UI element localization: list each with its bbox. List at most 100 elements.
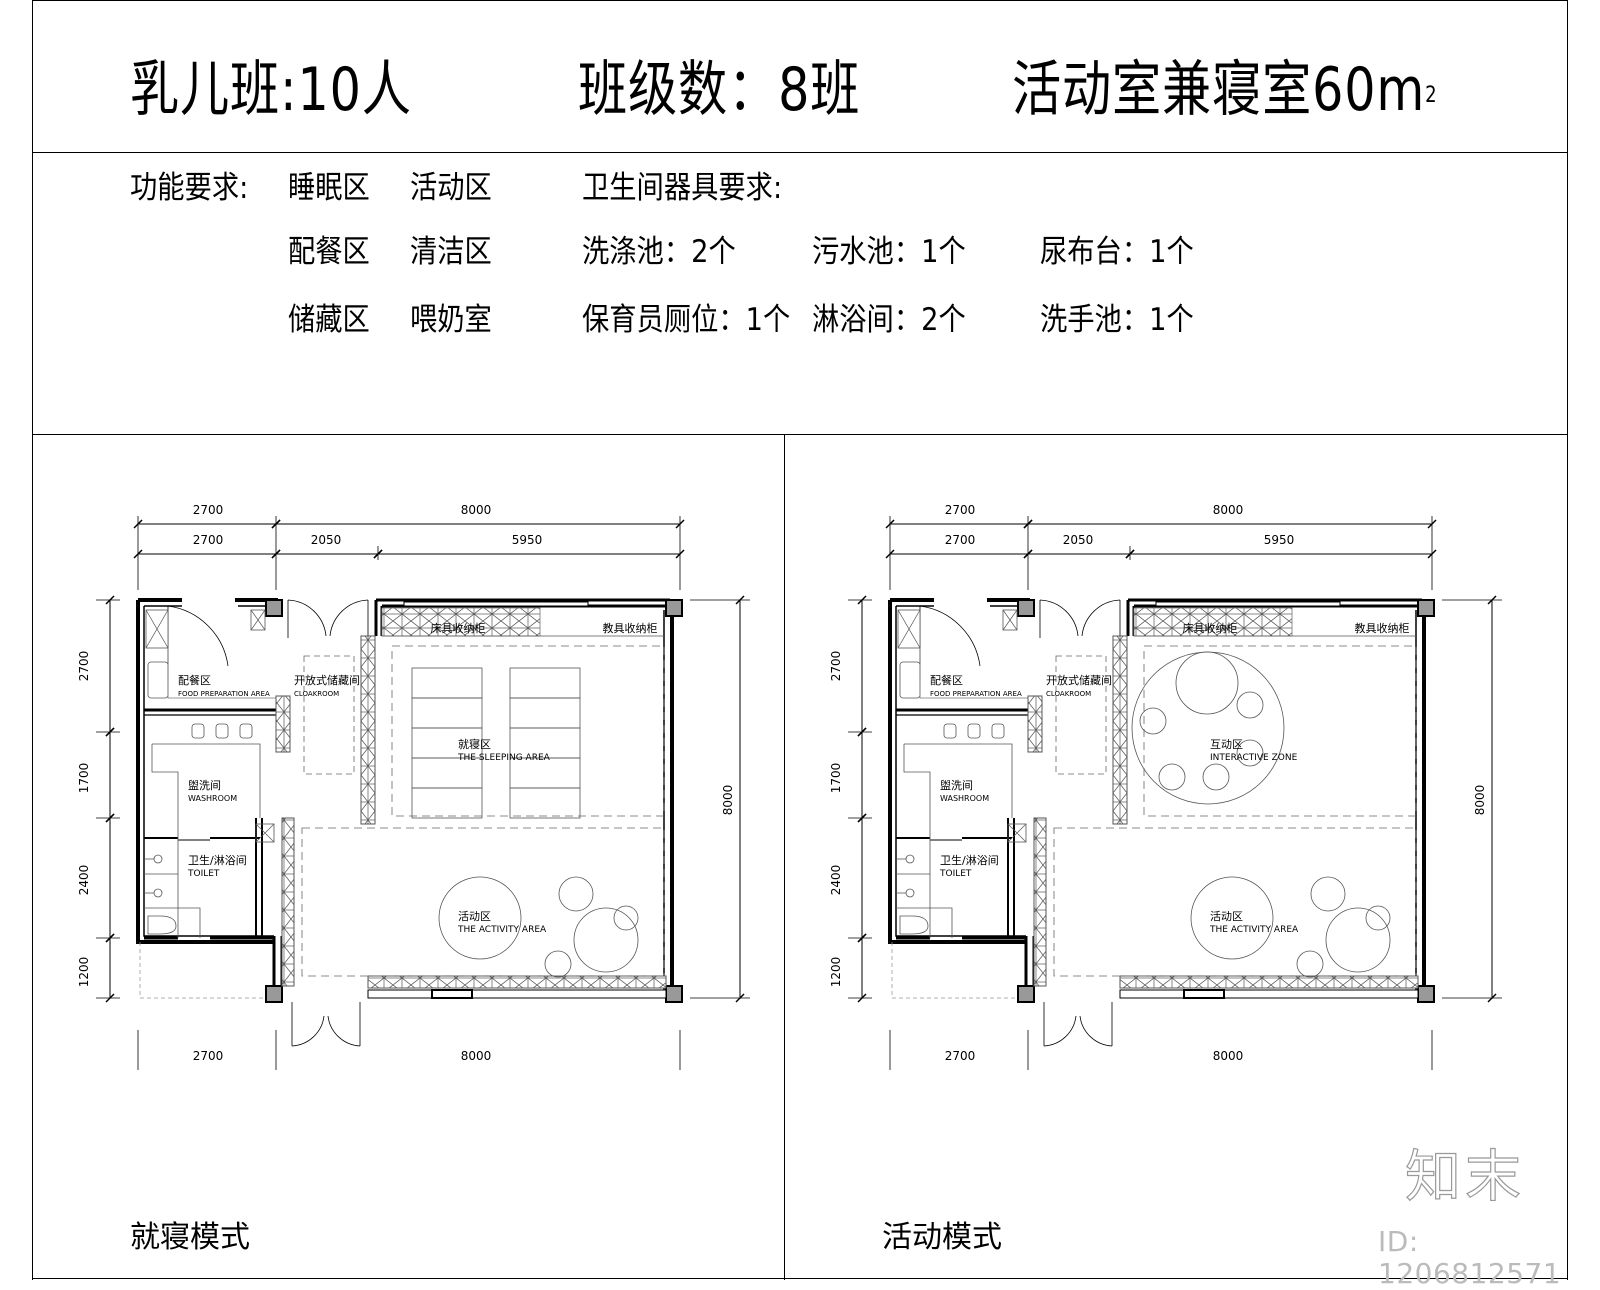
window	[367, 989, 667, 999]
high-window	[1155, 601, 1341, 607]
room-area-superscript: 2	[1425, 83, 1438, 108]
kitchen-door	[167, 605, 229, 678]
dimension-lines	[96, 516, 750, 1070]
function-requirements-label: 功能要求:	[130, 170, 249, 206]
function-zone: 活动区	[410, 170, 492, 206]
interactive-zone-outline	[1143, 645, 1417, 817]
bed-storage-label: 床具收纳柜	[431, 621, 486, 635]
kitchen-sink-icon	[899, 661, 921, 699]
food-prep-label-en: FOOD PREPARATION AREA	[178, 690, 270, 698]
round-table	[1131, 651, 1285, 805]
washroom-label: 盥洗间	[188, 779, 221, 792]
hand-wash-basins	[903, 723, 1013, 938]
crib	[509, 667, 581, 699]
dimension-lines	[848, 516, 1502, 1070]
dimension-label: 2400	[77, 865, 91, 896]
toilet-icon	[147, 915, 177, 935]
upper-zone-label-en: INTERACTIVE ZONE	[1210, 753, 1298, 763]
food-prep-label-en: FOOD PREPARATION AREA	[930, 690, 1022, 698]
requirements-divider	[32, 434, 1568, 435]
bed-storage-cabinet	[1133, 607, 1293, 637]
column	[1017, 599, 1035, 617]
frame-top-border	[32, 0, 1568, 1]
floor-plan-drawing: 2700 8000 2700 2050 5950 2700 8000 2700 …	[77, 503, 750, 1070]
watermark-logo: 知末	[1404, 1145, 1525, 1210]
cloakroom-label-en: CLOAKROOM	[294, 690, 339, 698]
toilet-icon	[899, 915, 929, 935]
activity-zone	[301, 827, 665, 978]
storage-cabinet-vertical	[1033, 817, 1047, 987]
column	[1017, 985, 1035, 1003]
dimension-label: 2700	[945, 503, 976, 517]
column	[1417, 985, 1435, 1003]
seat	[1202, 763, 1230, 791]
sleeping-zone-outline	[391, 645, 665, 817]
cloakroom-outline	[1055, 655, 1107, 775]
seat	[1139, 707, 1167, 735]
column	[265, 985, 283, 1003]
hand-wash-basins	[151, 723, 261, 938]
function-zone: 配餐区	[288, 234, 370, 270]
upper-zone-label: 就寝区	[458, 737, 491, 751]
storage-cabinet-horizontal	[1119, 975, 1419, 989]
toilet-label-en: TOILET	[939, 869, 972, 879]
activity-mode-caption: 活动模式	[882, 1220, 1002, 1255]
floor-plan-activity-mode: 2700 8000 2700 2050 5950 2700 8000 2700 …	[812, 460, 1532, 1104]
dimension-label: 2400	[829, 865, 843, 896]
crib	[411, 787, 483, 819]
column	[265, 599, 283, 617]
dimension-label: 2700	[193, 503, 224, 517]
fixture-item: 淋浴间：2个	[812, 302, 966, 338]
toilet-label: 卫生/淋浴间	[940, 853, 999, 867]
class-type-title: 乳儿班:10人	[130, 55, 412, 125]
fixture-item: 保育员厕位：1个	[582, 302, 791, 338]
header-divider	[32, 152, 1568, 153]
dimension-label: 8000	[1213, 503, 1244, 517]
fixture-item: 污水池：1个	[812, 234, 966, 270]
dimension-label: 1700	[829, 763, 843, 794]
window	[1119, 989, 1419, 999]
floor-plan-sleeping-mode: 2700 8000 2700 2050 5950 2700 8000 2700 …	[60, 460, 780, 1104]
entry-double-door	[287, 599, 369, 638]
washroom-label: 盥洗间	[940, 779, 973, 792]
dimension-label: 1200	[77, 957, 91, 988]
dimension-label: 2700	[945, 1049, 976, 1063]
class-count-title: 班级数：8班	[578, 55, 861, 125]
exit-double-door	[291, 1002, 361, 1047]
crib	[411, 697, 483, 729]
kitchen-sink-icon	[147, 661, 169, 699]
dimension-label: 8000	[461, 503, 492, 517]
crib	[411, 667, 483, 699]
washroom-label-en: WASHROOM	[940, 794, 989, 803]
activity-zone-label: 活动区	[1210, 910, 1243, 923]
fixture-item: 洗涤池：2个	[582, 234, 736, 270]
column	[1417, 599, 1435, 617]
high-window	[403, 601, 589, 607]
mop-sink-icon	[1007, 823, 1027, 843]
dimension-label: 8000	[1473, 785, 1487, 816]
teaching-storage-label: 教具收纳柜	[603, 621, 658, 635]
exit-double-door	[1043, 1002, 1113, 1047]
sleeping-mode-caption: 就寝模式	[130, 1220, 250, 1255]
shower-fixtures	[896, 854, 953, 938]
dimension-label: 1700	[77, 763, 91, 794]
seat	[1175, 651, 1239, 715]
dimension-label: 5950	[1264, 533, 1295, 547]
dimension-label: 2050	[311, 533, 342, 547]
dimension-label: 2700	[829, 651, 843, 682]
function-zone: 喂奶室	[410, 302, 492, 338]
food-prep-label: 配餐区	[930, 673, 963, 687]
dimension-label: 2700	[945, 533, 976, 547]
storage-cabinet-small	[1027, 695, 1043, 753]
food-prep-label: 配餐区	[178, 673, 211, 687]
drawing-frame	[32, 0, 1568, 1280]
seat	[1236, 739, 1264, 767]
column	[665, 599, 683, 617]
upper-zone-label-en: THE SLEEPING AREA	[457, 753, 551, 763]
dimension-label: 8000	[1213, 1049, 1244, 1063]
kitchen-door	[919, 605, 981, 678]
function-zone: 睡眠区	[288, 170, 370, 206]
mop-sink-icon	[255, 823, 275, 843]
window-frame	[1183, 989, 1225, 999]
teaching-storage-label: 教具收纳柜	[1355, 621, 1410, 635]
